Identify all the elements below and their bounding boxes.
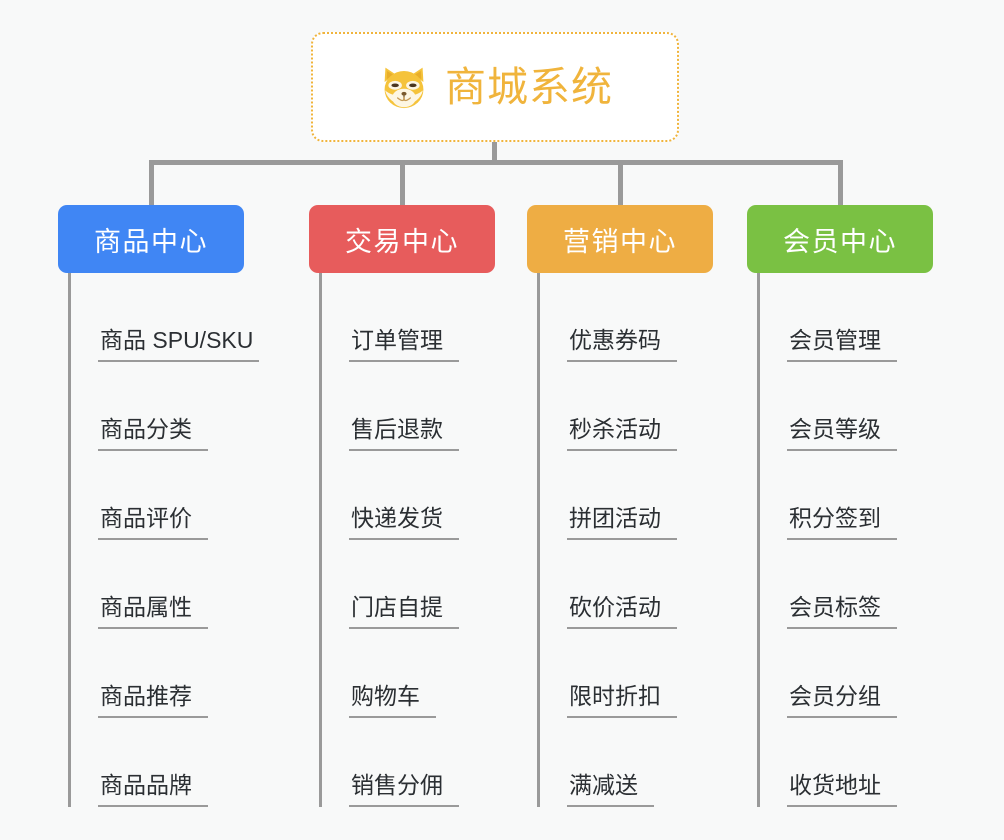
- branch-product-center: 商品中心 商品 SPU/SKU 商品分类 商品评价 商品属性 商品推荐 商品品牌: [58, 205, 260, 807]
- branch-label: 交易中心: [345, 226, 459, 257]
- shiba-dog-face-icon: [377, 60, 431, 114]
- branch-label: 商品中心: [94, 226, 208, 257]
- branch-items-product-center: 商品 SPU/SKU 商品分类 商品评价 商品属性 商品推荐 商品品牌: [68, 273, 260, 807]
- connector-bus: [149, 160, 843, 165]
- list-item[interactable]: 限时折扣: [540, 629, 713, 718]
- connector-drop-member-center: [838, 160, 843, 206]
- list-item[interactable]: 商品属性: [71, 540, 244, 629]
- list-item[interactable]: 会员等级: [760, 362, 933, 451]
- leaf-label: 积分签到: [787, 505, 897, 540]
- list-item[interactable]: 商品评价: [71, 451, 244, 540]
- leaf-label: 商品属性: [98, 594, 208, 629]
- branch-trade-center: 交易中心 订单管理 售后退款 快递发货 门店自提 购物车 销售分佣: [309, 205, 495, 807]
- list-item[interactable]: 收货地址: [760, 718, 933, 807]
- leaf-label: 门店自提: [349, 594, 459, 629]
- leaf-label: 拼团活动: [567, 505, 677, 540]
- leaf-label: 商品 SPU/SKU: [98, 327, 260, 362]
- list-item[interactable]: 购物车: [322, 629, 495, 718]
- leaf-label: 快递发货: [349, 505, 459, 540]
- leaf-label: 秒杀活动: [567, 416, 677, 451]
- list-item[interactable]: 满减送: [540, 718, 713, 807]
- leaf-label: 满减送: [567, 772, 654, 807]
- list-item[interactable]: 拼团活动: [540, 451, 713, 540]
- leaf-label: 订单管理: [349, 327, 459, 362]
- leaf-label: 收货地址: [787, 772, 897, 807]
- branch-header-trade-center[interactable]: 交易中心: [309, 205, 495, 273]
- branch-header-member-center[interactable]: 会员中心: [747, 205, 933, 273]
- connector-drop-product-center: [149, 160, 154, 206]
- leaf-label: 售后退款: [349, 416, 459, 451]
- list-item[interactable]: 销售分佣: [322, 718, 495, 807]
- branch-items-trade-center: 订单管理 售后退款 快递发货 门店自提 购物车 销售分佣: [319, 273, 495, 807]
- list-item[interactable]: 秒杀活动: [540, 362, 713, 451]
- branch-header-marketing-center[interactable]: 营销中心: [527, 205, 713, 273]
- list-item[interactable]: 订单管理: [322, 273, 495, 362]
- root-label: 商城系统: [445, 63, 613, 110]
- list-item[interactable]: 砍价活动: [540, 540, 713, 629]
- leaf-label: 商品品牌: [98, 772, 208, 807]
- leaf-label: 优惠券码: [567, 327, 677, 362]
- list-item[interactable]: 积分签到: [760, 451, 933, 540]
- list-item[interactable]: 会员管理: [760, 273, 933, 362]
- connector-drop-trade-center: [400, 160, 405, 206]
- root-node[interactable]: 商城系统: [311, 32, 679, 142]
- branch-label: 会员中心: [783, 226, 897, 257]
- leaf-label: 会员分组: [787, 683, 897, 718]
- leaf-label: 会员等级: [787, 416, 897, 451]
- list-item[interactable]: 会员分组: [760, 629, 933, 718]
- list-item[interactable]: 优惠券码: [540, 273, 713, 362]
- list-item[interactable]: 售后退款: [322, 362, 495, 451]
- branch-header-product-center[interactable]: 商品中心: [58, 205, 244, 273]
- branch-items-marketing-center: 优惠券码 秒杀活动 拼团活动 砍价活动 限时折扣 满减送: [537, 273, 713, 807]
- leaf-label: 商品评价: [98, 505, 208, 540]
- list-item[interactable]: 会员标签: [760, 540, 933, 629]
- connector-drop-marketing-center: [618, 160, 623, 206]
- list-item[interactable]: 商品品牌: [71, 718, 244, 807]
- leaf-label: 商品分类: [98, 416, 208, 451]
- leaf-label: 商品推荐: [98, 683, 208, 718]
- leaf-label: 会员标签: [787, 594, 897, 629]
- leaf-label: 限时折扣: [567, 683, 677, 718]
- list-item[interactable]: 门店自提: [322, 540, 495, 629]
- leaf-label: 销售分佣: [349, 772, 459, 807]
- branch-items-member-center: 会员管理 会员等级 积分签到 会员标签 会员分组 收货地址: [757, 273, 933, 807]
- list-item[interactable]: 商品 SPU/SKU: [71, 273, 260, 362]
- leaf-label: 购物车: [349, 683, 436, 718]
- list-item[interactable]: 快递发货: [322, 451, 495, 540]
- leaf-label: 砍价活动: [567, 594, 677, 629]
- leaf-label: 会员管理: [787, 327, 897, 362]
- connector-root-stem: [492, 142, 497, 164]
- branch-marketing-center: 营销中心 优惠券码 秒杀活动 拼团活动 砍价活动 限时折扣 满减送: [527, 205, 713, 807]
- branch-label: 营销中心: [563, 226, 677, 257]
- list-item[interactable]: 商品分类: [71, 362, 244, 451]
- branch-member-center: 会员中心 会员管理 会员等级 积分签到 会员标签 会员分组 收货地址: [747, 205, 933, 807]
- list-item[interactable]: 商品推荐: [71, 629, 244, 718]
